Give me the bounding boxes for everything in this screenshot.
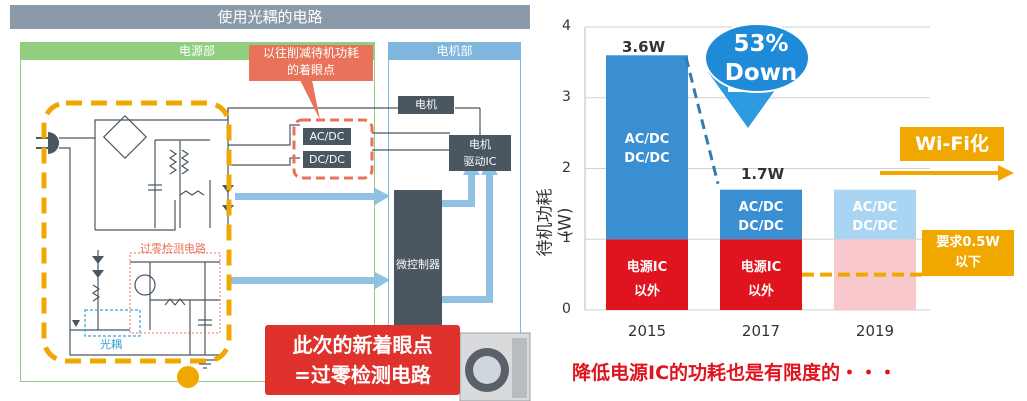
bar-other-2015 [606,239,688,310]
focus-dot [177,366,199,388]
label-acdc: AC/DC [624,132,670,147]
x-tick-label-2017: 2017 [741,322,781,340]
label-dcdc: DC/DC [624,151,670,166]
label-other-2: 以外 [747,284,774,299]
total-label-2015: 3.6W [622,38,666,56]
washing-machine-icon [459,332,531,401]
section-motor-label: 电机部 [388,42,521,60]
zero-cross-label: 过零检测电路 [140,242,206,255]
motor-block: 电机 [398,96,454,114]
bar-label-acdc-2019: AC/DC DC/DC [834,198,916,236]
conventional-focus-callout: 以往削减待机功耗 的着眼点 [249,45,373,81]
optocoupler-label: 光耦 [100,338,122,351]
new-focus-line-1: 此次的新着眼点 [292,333,433,357]
bar-label-other-2017: 电源IC 以外 [720,256,802,304]
y-tick-label: 3 [562,88,571,105]
plug-icon [36,132,59,154]
requirement-line-2: 以下 [954,255,981,270]
y-tick-label: 2 [562,159,571,176]
y-axis-label: 待机功耗(W) [535,188,576,257]
label-dcdc: DC/DC [738,219,784,234]
bar-other-2017 [720,239,802,310]
bar-acdc-2017 [720,189,802,240]
driver-line-2: 驱动IC [463,155,497,168]
callout-line-1: 以往削减待机功耗 [262,46,359,60]
chart-footer: 降低电源IC的功耗也是有限度的・・・ [572,362,898,384]
reduction-percent: 53% [733,31,789,57]
requirement-box: 要求0.5W 以下 [922,230,1014,276]
total-label-2017: 1.7W [741,165,785,183]
bar-label-acdc-2017: AC/DC DC/DC [720,198,802,236]
standby-power-chart [584,23,1014,311]
label-other-2: 以外 [633,284,660,299]
wifi-label: Wi-Fi化 [900,127,1004,161]
reduction-bubble: 53% Down [706,30,816,88]
bar-acdc-2019 [834,189,916,240]
driver-line-1: 电机 [469,138,491,151]
new-focus-callout: 此次的新着眼点 =过零检测电路 [265,325,460,395]
bar-acdc-2015 [606,55,688,240]
label-acdc: AC/DC [852,200,898,215]
reduction-bubble-shape [704,23,810,93]
label-dcdc: DC/DC [852,219,898,234]
dcdc-block: DC/DC [303,151,351,168]
y-tick-label: 0 [562,301,571,317]
y-tick-label: 4 [562,18,571,34]
reduction-word: Down [724,60,798,86]
decline-line [684,56,720,185]
power-circuit-highlight [41,100,232,364]
requirement-line-1: 要求0.5W [936,235,1000,250]
motor-driver-block: 电机 驱动IC [449,135,511,171]
acdc-block: AC/DC [303,128,351,145]
circuit-wiring [36,80,531,401]
mcu-block: 微控制器 [394,190,442,340]
acdc-highlight [292,118,374,180]
callout-line-2: 的着眼点 [286,63,335,77]
diagram-title: 使用光耦的电路 [10,5,530,29]
optocoupler-box [84,309,141,337]
x-tick-label-2019: 2019 [855,322,895,340]
new-focus-line-2: =过零检测电路 [294,363,431,387]
label-other-1: 电源IC [740,260,782,275]
bar-label-acdc-2015: AC/DC DC/DC [606,130,688,168]
label-other-1: 电源IC [626,260,668,275]
label-acdc: AC/DC [738,200,784,215]
y-tick-label: 1 [562,230,571,247]
bar-label-other-2015: 电源IC 以外 [606,256,688,304]
wifi-arrow-head [998,165,1014,181]
x-tick-label-2015: 2015 [627,322,667,340]
